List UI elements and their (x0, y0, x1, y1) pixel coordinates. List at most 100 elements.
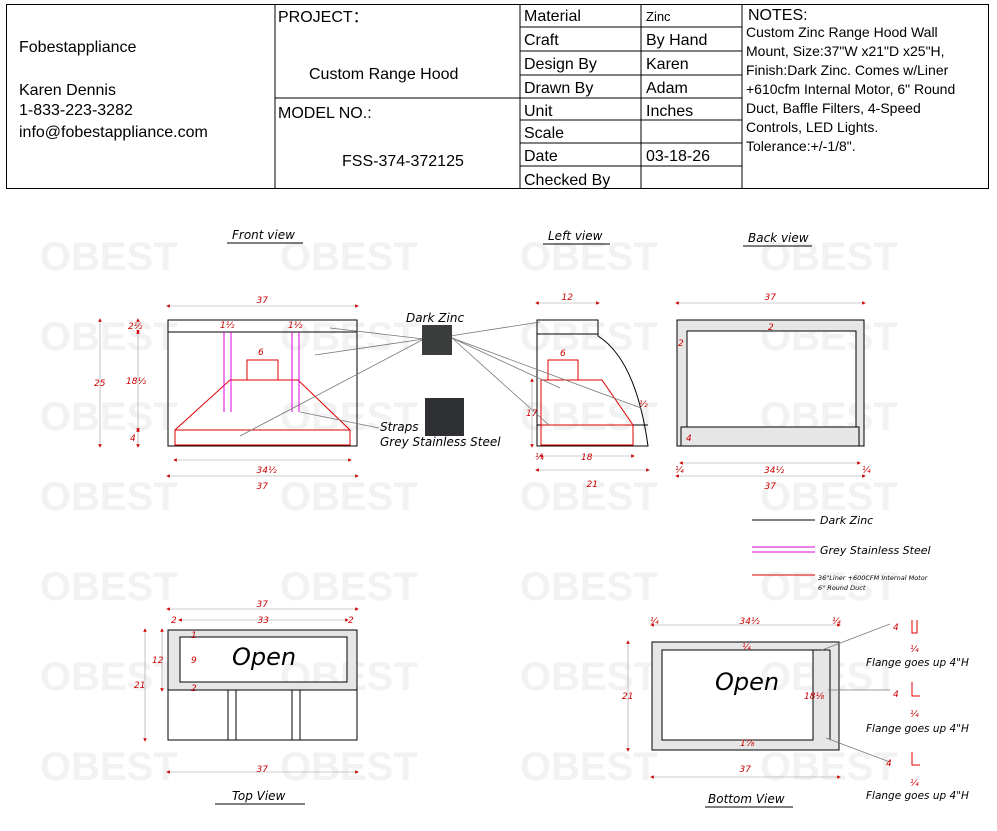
notes-line: Duct, Baffle Filters, 4-Speed (746, 100, 921, 116)
dimension-label: ¼ (910, 779, 919, 789)
watermark-text: OBEST (40, 475, 178, 519)
project-name: Custom Range Hood (309, 66, 458, 83)
spec-value: Inches (646, 103, 693, 120)
dimension-label: 37 (765, 293, 777, 303)
left-view (536, 319, 649, 447)
watermark-text: OBEST (520, 655, 658, 699)
dimension-label: ¼ (832, 617, 841, 627)
watermark-text: OBEST (280, 315, 418, 359)
callout-lines (239, 321, 891, 763)
dimension-label: 1⅞ (740, 739, 755, 749)
dimension-label: 37 (257, 482, 269, 492)
dimension-label: 2 (191, 684, 197, 694)
dimension-label: 18 (581, 453, 593, 463)
watermark-text: OBEST (280, 745, 418, 789)
dimension-label: 9 (191, 656, 197, 666)
dimension-label: 2 (171, 616, 177, 626)
contact-name: Karen Dennis (19, 82, 116, 99)
dimension-label: ¼ (862, 466, 871, 476)
spec-value: Zinc (646, 9, 671, 24)
flange-note-3: Flange goes up 4"H (866, 790, 969, 802)
flange-details (911, 620, 920, 766)
dimension-label: 37 (765, 482, 777, 492)
dimension-label: ¼ (675, 466, 684, 476)
watermark-text: OBEST (520, 565, 658, 609)
watermark: OBEST OBEST OBEST OBEST OBEST OBEST OBEST OBEST… (40, 235, 898, 789)
notes-title: NOTES: (748, 7, 808, 24)
top-view-title: Top View (232, 789, 286, 803)
spec-label: Drawn By (524, 80, 593, 97)
dimension-label: 17 (526, 409, 538, 419)
dimension-label: ¼ (535, 453, 544, 463)
dimension-label: ¼ (742, 643, 751, 653)
spec-value: Karen (646, 56, 689, 73)
dimension-label: 4 (893, 623, 899, 633)
watermark-text: OBEST (760, 475, 898, 519)
dimension-label: 25 (94, 379, 106, 389)
dimension-label: 1½ (220, 321, 235, 331)
contact-phone: 1-833-223-3282 (19, 102, 133, 119)
project-label: PROJECT： (278, 9, 369, 26)
dimension-label: 1 (191, 631, 197, 641)
legend-liner-line1: 36"Liner +600CFM Internal Motor (818, 574, 929, 582)
bottom-open-label: Open (715, 668, 779, 696)
watermark-text: OBEST (520, 475, 658, 519)
dimension-label: 4 (886, 759, 892, 769)
dark-zinc-callout: Dark Zinc (406, 311, 464, 325)
watermark-text: OBEST (40, 235, 178, 279)
notes-line: Finish:Dark Zinc. Comes w/Liner (746, 62, 949, 78)
dimension-label: ¼ (910, 645, 919, 655)
dimension-label: 6 (258, 348, 264, 358)
notes-line: Custom Zinc Range Hood Wall (746, 24, 938, 40)
top-open-label: Open (232, 643, 296, 671)
title-block (6, 4, 989, 189)
front-view-title: Front view (232, 228, 295, 242)
bottom-view-title: Bottom View (708, 792, 785, 806)
spec-value: 03-18-26 (646, 148, 710, 165)
spec-label: Unit (524, 103, 553, 120)
dimension-label: 37 (257, 765, 269, 775)
left-view-title: Left view (548, 229, 603, 243)
dimension-label: 2 (348, 616, 354, 626)
top-view: Open (167, 629, 358, 741)
watermark-text: OBEST (280, 235, 418, 279)
watermark-text: OBEST (280, 475, 418, 519)
spec-value: By Hand (646, 32, 707, 49)
dark-zinc-swatch (422, 325, 452, 355)
notes-line: Controls, LED Lights. (746, 119, 878, 135)
model-label: MODEL NO.: (278, 105, 372, 122)
spec-label: Scale (524, 125, 564, 142)
dimension-label: 21 (622, 692, 633, 702)
dimension-label: 2 (768, 323, 774, 333)
bottom-view: Open (651, 641, 840, 751)
watermark-text: OBEST (520, 235, 658, 279)
dimension-label: 2½ (128, 322, 143, 332)
company-name: Fobestappliance (19, 39, 137, 56)
dimension-label: ¼ (650, 617, 659, 627)
grey-ss-swatch (425, 398, 464, 436)
watermark-text: OBEST (40, 315, 178, 359)
dimension-label: 2 (678, 339, 684, 349)
watermark-text: OBEST (40, 745, 178, 789)
dimension-label: 4 (686, 434, 692, 444)
dimension-label: 37 (257, 600, 269, 610)
dimension-label: 33 (258, 616, 270, 626)
watermark-text: OBEST (520, 745, 658, 789)
watermark-text: OBEST (760, 745, 898, 789)
back-view (676, 319, 865, 447)
notes-line: +610cfm Internal Motor, 6" Round (746, 81, 955, 97)
dimension-label: 21 (134, 681, 145, 691)
spec-label: Design By (524, 56, 597, 73)
notes-line: Tolerance:+/-1/8". (746, 138, 856, 154)
dimension-label: 12 (152, 656, 164, 666)
contact-email: info@fobestappliance.com (19, 124, 208, 141)
dimension-label: 34½ (257, 466, 277, 476)
legend: Dark Zinc Grey Stainless Steel 36"Liner … (752, 514, 931, 592)
watermark-text: OBEST (520, 395, 658, 439)
dimension-label: 1½ (288, 321, 303, 331)
watermark-text: OBEST (40, 565, 178, 609)
